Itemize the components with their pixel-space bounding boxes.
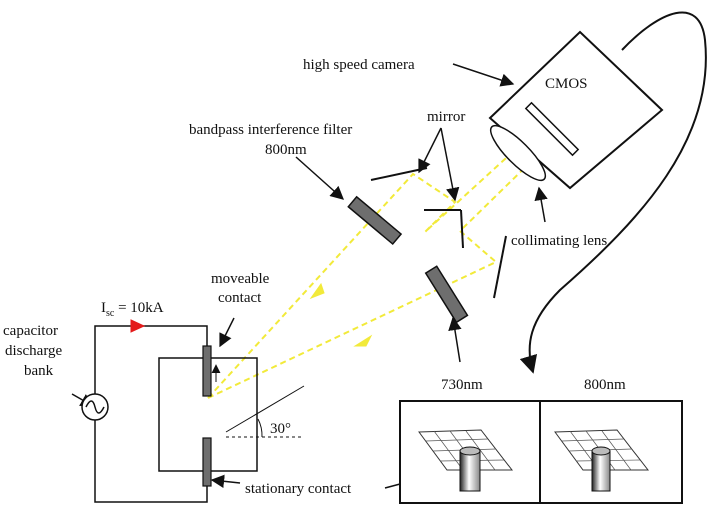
beam-arrow-lower	[353, 334, 373, 347]
circuit-wire	[94, 325, 208, 394]
cmos-sensor	[524, 101, 580, 157]
label-moveable-line2: contact	[218, 290, 262, 306]
label-high-speed-camera: high speed camera	[303, 57, 415, 73]
panel-800nm-image	[554, 429, 650, 492]
label-capacitor-line2: discharge	[5, 343, 63, 359]
label-capacitor-line3: bank	[24, 363, 54, 379]
collimating-lens-shape	[489, 124, 547, 182]
filter-730nm	[424, 265, 469, 324]
stationary-contact	[202, 437, 212, 487]
filter-800nm	[347, 195, 403, 246]
beam-upper-path	[207, 137, 529, 399]
mirror-right	[493, 235, 507, 299]
label-cmos: CMOS	[545, 76, 588, 92]
circuit-wire-return	[94, 420, 208, 503]
label-730nm-filter: 730nm	[441, 377, 483, 393]
label-800nm-panel: 800nm	[584, 377, 626, 393]
mirrors	[370, 167, 507, 299]
mirror-top	[370, 167, 428, 181]
mirror-corner-b	[460, 209, 464, 249]
current-direction-arrow	[130, 319, 146, 333]
label-bandpass-wavelength: 800nm	[265, 142, 307, 158]
beam-arrow-upper	[309, 282, 325, 300]
label-current: Isc = 10kA	[101, 300, 164, 319]
high-speed-camera	[488, 11, 707, 374]
panel-730nm-image	[418, 429, 514, 492]
label-mirror: mirror	[427, 109, 465, 125]
label-capacitor-line1: capacitor	[3, 323, 58, 339]
moveable-contact	[202, 345, 212, 397]
camera-cable	[519, 11, 707, 374]
label-stationary-contact: stationary contact	[245, 481, 352, 497]
label-angle: 30°	[270, 421, 291, 437]
ac-source-wave	[85, 400, 105, 414]
beam-lower-path	[207, 147, 546, 399]
circuit	[81, 325, 208, 503]
label-bandpass-filter: bandpass interference filter	[189, 122, 352, 138]
label-collimating-lens: collimating lens	[511, 233, 607, 249]
label-moveable-line1: moveable	[211, 271, 270, 287]
angle-marker	[225, 385, 305, 438]
light-beams	[207, 137, 546, 399]
